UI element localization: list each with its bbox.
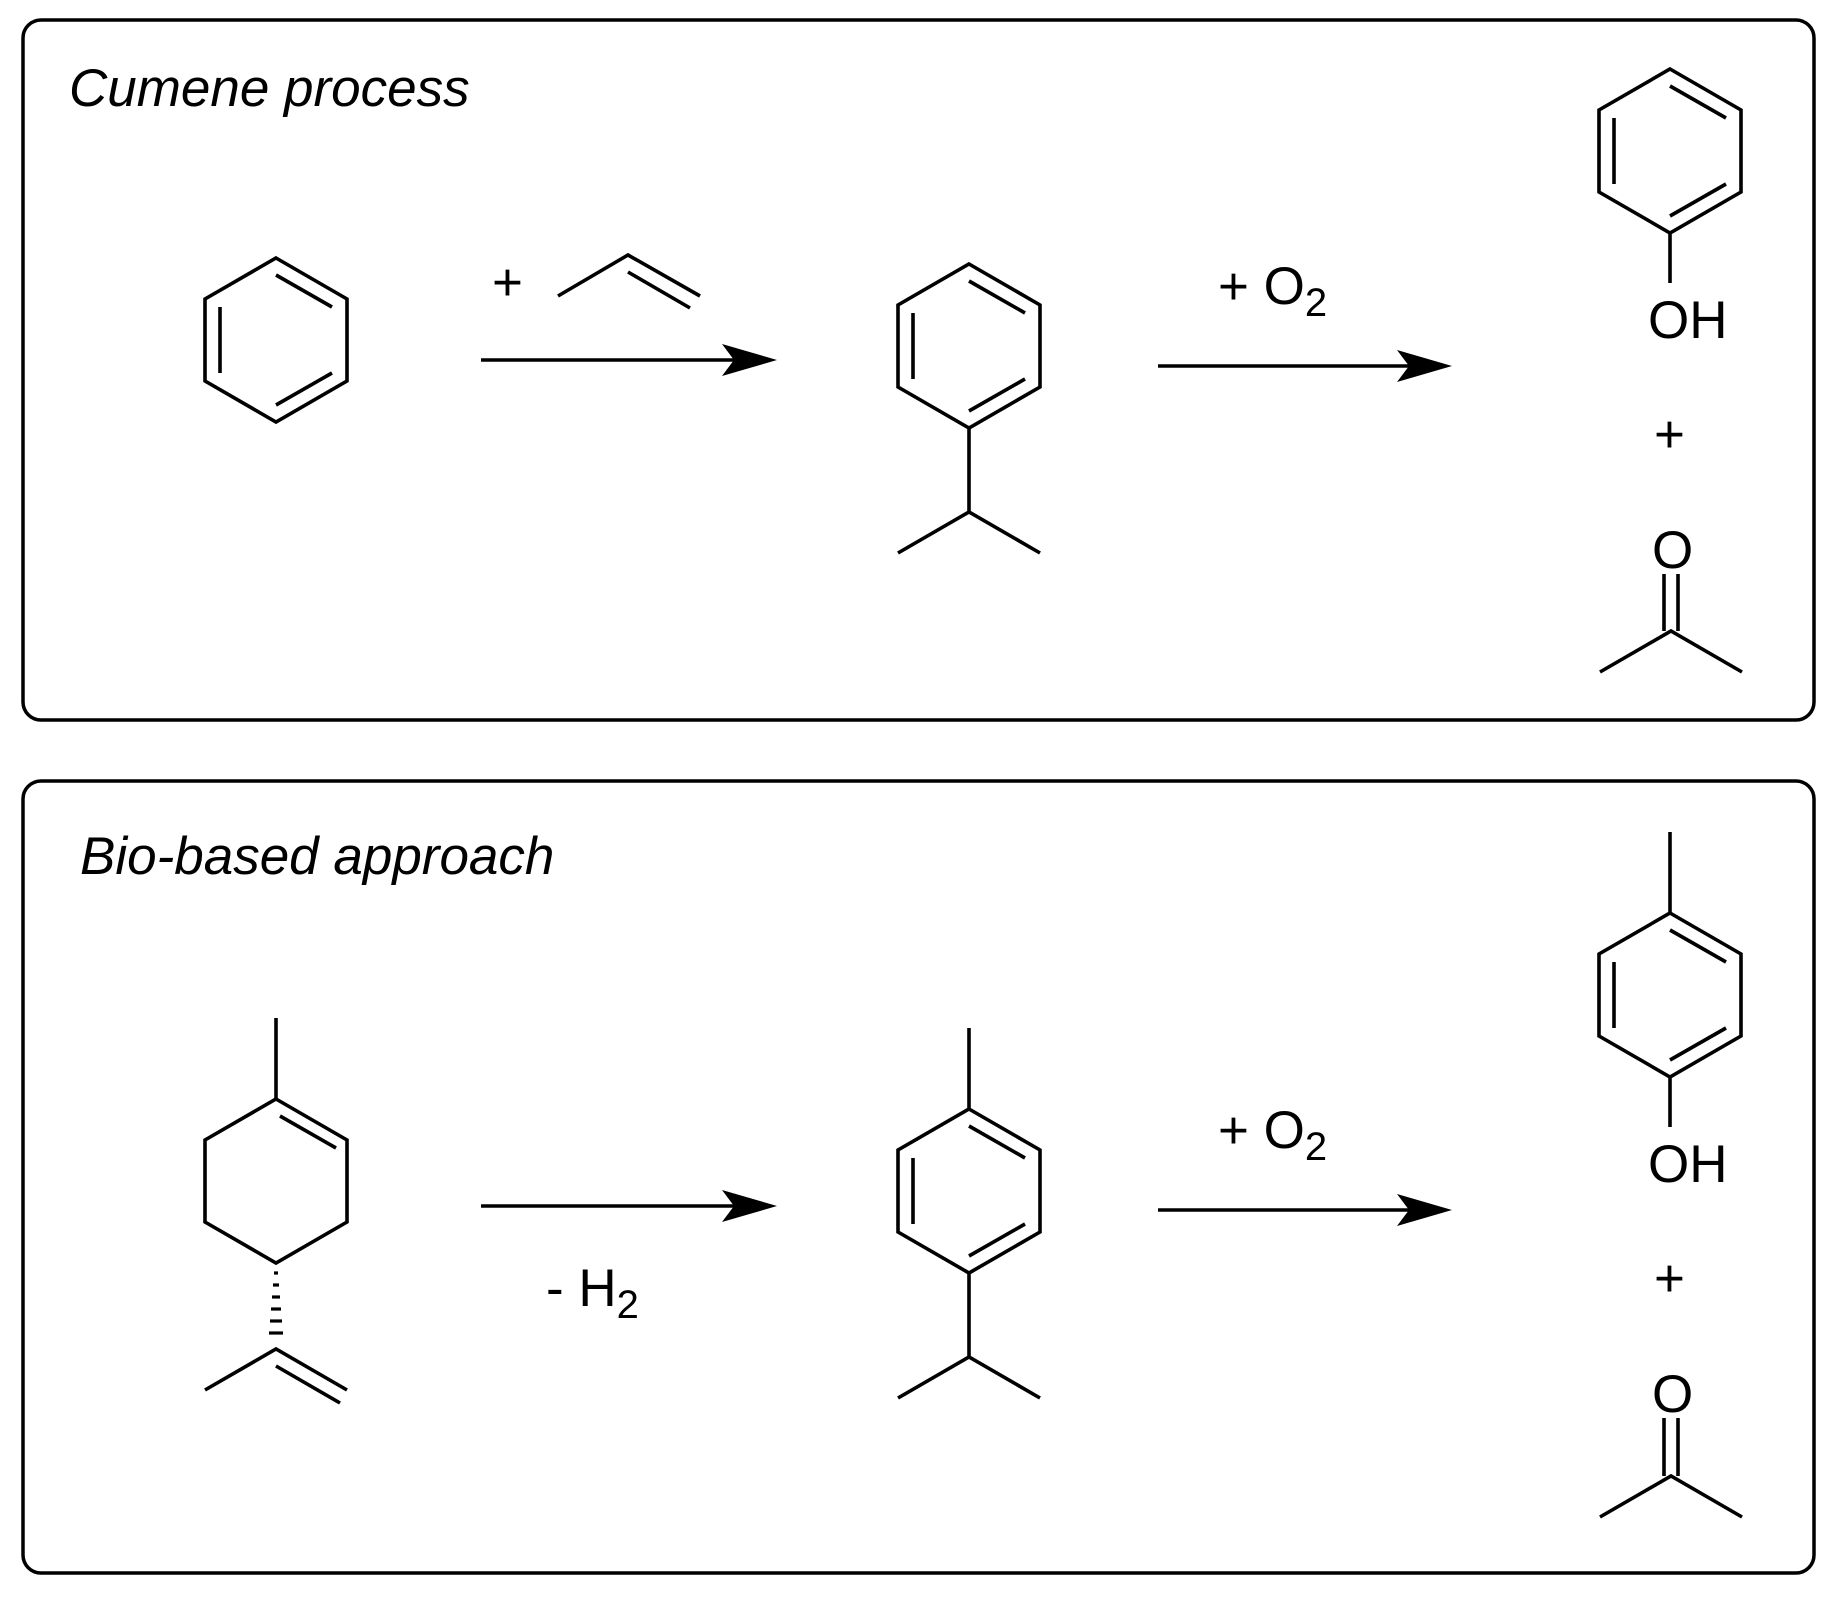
panel-bio-based-approach: Bio-based approach - H2 [21,779,1816,1575]
panel-1-title: Cumene process [69,59,470,118]
reaction-arrow-3 [481,1190,777,1222]
reagent-plus-sign: + [492,253,523,312]
product-plus-sign-2: + [1654,1249,1685,1308]
acetone-o-label-2: O [1652,1365,1693,1424]
panel-2-frame [21,779,1816,1575]
reaction-arrow-1 [481,344,777,376]
limonene-structure [203,1018,349,1405]
hydrogen-removal-label: - H2 [546,1259,639,1327]
cumene-structure [896,261,1042,555]
panel-1-frame [21,18,1816,722]
panel-2-title: Bio-based approach [80,827,554,886]
p-cymene-structure [896,1028,1042,1400]
propene-structure [557,252,701,310]
panel-cumene-process: Cumene process + + O2 [21,18,1816,722]
acetone-structure-1 [1599,574,1743,674]
acetone-o-label-1: O [1652,521,1693,580]
phenol-oh-label: OH [1648,291,1728,350]
oxygen-reagent-label-1: + O2 [1218,257,1327,325]
benzene-structure [203,255,349,425]
hashed-wedge-bond [269,1271,283,1335]
p-cresol-oh-label: OH [1648,1135,1728,1194]
product-plus-sign-1: + [1654,405,1685,464]
acetone-structure-2 [1599,1418,1743,1519]
reaction-arrow-2 [1158,350,1452,382]
reaction-arrow-4 [1158,1194,1452,1226]
p-cresol-structure [1597,832,1743,1127]
oxygen-reagent-label-2: + O2 [1218,1101,1327,1169]
phenol-structure [1597,66,1743,283]
